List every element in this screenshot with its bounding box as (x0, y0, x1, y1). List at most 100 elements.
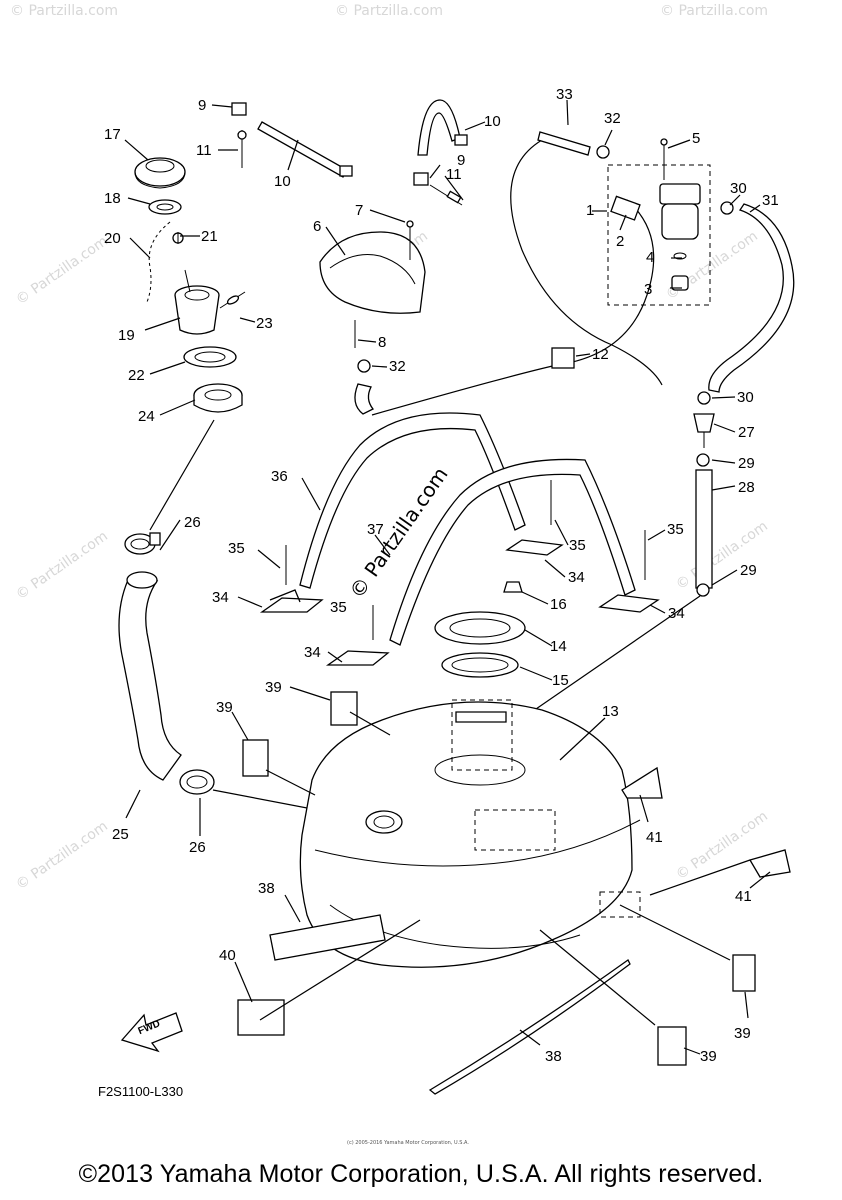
hose-clamp-32 (596, 145, 610, 159)
copyright-notice-small: (c) 2005-2016 Yamaha Motor Corporation, … (347, 1140, 469, 1146)
watermark: © Partzilla.com (673, 518, 771, 593)
callout: 9 (457, 152, 465, 169)
callout: 39 (216, 699, 233, 716)
callout: 21 (201, 228, 218, 245)
cable-tie (257, 121, 348, 178)
callout: 23 (256, 315, 273, 332)
callout: 19 (118, 327, 135, 344)
callout: 27 (738, 424, 755, 441)
filler-hose (118, 579, 182, 781)
callout-labels: 1 2 3 4 5 6 7 8 9 9 10 10 11 11 12 13 14… (104, 86, 779, 1065)
callout: 29 (738, 455, 755, 472)
callout: 10 (484, 113, 501, 130)
strap-37 (389, 458, 636, 646)
callout: 22 (128, 367, 145, 384)
ring-14 (434, 611, 526, 645)
tank-straps (259, 412, 660, 666)
fuel-filter (661, 203, 699, 240)
pads (237, 691, 791, 1095)
callout: 11 (196, 142, 212, 159)
callout: 24 (138, 408, 155, 425)
callout: 29 (740, 562, 757, 579)
callout: 32 (604, 110, 621, 127)
callout: 12 (592, 346, 609, 363)
callout: 40 (219, 947, 236, 964)
callout: 30 (737, 389, 754, 406)
callout: 31 (762, 192, 779, 209)
callout: 20 (104, 230, 121, 247)
nut-16 (503, 581, 523, 593)
callout: 13 (602, 703, 619, 720)
callout: 5 (692, 130, 700, 147)
callout: 34 (668, 605, 685, 622)
callout: 15 (552, 672, 569, 689)
pad-39 (242, 739, 269, 777)
callout: 17 (104, 126, 121, 143)
callout: 38 (545, 1048, 562, 1065)
pad-39 (330, 691, 358, 726)
tape-38 (428, 959, 631, 1095)
copyright-footer: ©2013 Yamaha Motor Corporation, U.S.A. A… (78, 1160, 764, 1188)
fuel-line (371, 199, 655, 416)
fuel-tank (299, 699, 641, 968)
callout: 34 (212, 589, 229, 606)
callout: 36 (271, 468, 288, 485)
hose-28 (695, 469, 713, 589)
callout: 41 (735, 888, 752, 905)
watermark: © Partzilla.com (13, 818, 111, 893)
callout: 35 (569, 537, 586, 554)
callout: 18 (104, 190, 121, 207)
fuel-hose-31 (708, 203, 795, 393)
strap-36 (299, 412, 526, 589)
cable-ties (231, 99, 468, 206)
hose-clamp-lower (179, 769, 215, 795)
cap-gasket (148, 199, 182, 215)
callout: 34 (568, 569, 585, 586)
pad-39 (732, 954, 756, 992)
cap-chain (146, 221, 171, 303)
callout: 37 (367, 521, 384, 538)
callout: 14 (550, 638, 567, 655)
clip-12 (551, 347, 575, 369)
callout: 10 (274, 173, 291, 190)
watermark: © Partzilla.com (13, 528, 111, 603)
pump-ring-group (434, 581, 526, 678)
callout: 39 (265, 679, 282, 696)
figure-code: F2S1100-L330 (98, 1084, 183, 1099)
neck-gasket (183, 346, 237, 368)
fuel-hose-33 (537, 131, 591, 156)
tape-38 (269, 914, 386, 961)
callout: 2 (616, 233, 624, 250)
callout: 34 (304, 644, 321, 661)
callout: 33 (556, 86, 573, 103)
callout: 35 (667, 521, 684, 538)
watermark: © Partzilla.com (10, 3, 118, 19)
callout: 9 (198, 97, 206, 114)
pad-41 (749, 849, 791, 878)
filler-opening (365, 810, 403, 834)
pad-41 (621, 766, 663, 799)
callout: 39 (734, 1025, 751, 1042)
fwd-arrow: FWD (120, 1012, 183, 1053)
fuel-cap-group (118, 157, 371, 821)
callout: 39 (700, 1048, 717, 1065)
callout: 25 (112, 826, 129, 843)
callout: 35 (228, 540, 245, 557)
callout: 38 (258, 880, 275, 897)
callout: 11 (446, 166, 462, 183)
watermark: © Partzilla.com (335, 3, 443, 19)
callout: 41 (646, 829, 663, 846)
callout: 16 (550, 596, 567, 613)
strap-band (417, 99, 461, 156)
callout: 4 (646, 249, 654, 266)
callout: 30 (730, 180, 747, 197)
callout: 3 (644, 281, 652, 298)
callout: 28 (738, 479, 755, 496)
cover-group (319, 220, 426, 415)
pad-39 (657, 1026, 687, 1066)
gasket-15 (441, 652, 519, 678)
callout: 7 (355, 202, 363, 219)
clip (231, 102, 247, 116)
inline-filter-group (519, 391, 715, 721)
